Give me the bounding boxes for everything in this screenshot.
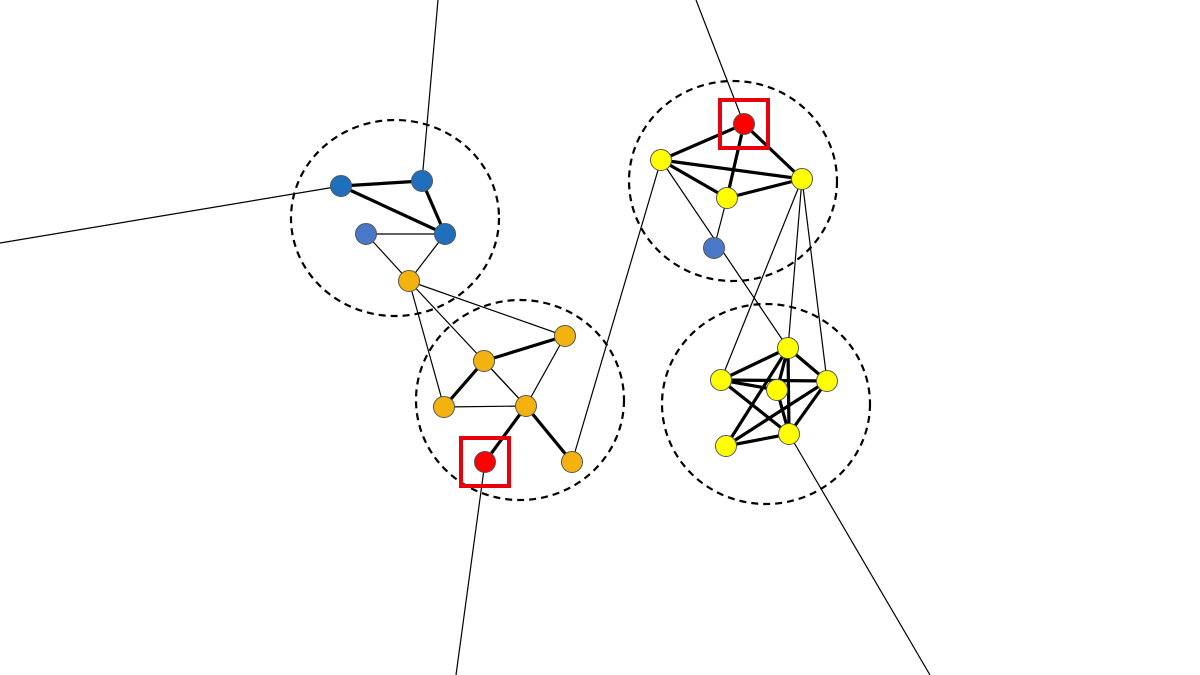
cluster-top-right bbox=[627, 79, 839, 283]
node-o3 bbox=[433, 396, 455, 418]
node-bb bbox=[703, 237, 725, 259]
edge-y3-y5 bbox=[787, 178, 803, 349]
cluster-bottom-right bbox=[660, 302, 872, 506]
edge-y1-y2 bbox=[660, 158, 728, 200]
edge-o4-r1 bbox=[483, 405, 528, 463]
node-y1 bbox=[650, 149, 672, 171]
edge-b1-b2 bbox=[340, 179, 423, 188]
nodes-layer bbox=[330, 113, 838, 473]
node-y3 bbox=[791, 168, 813, 190]
cluster-bottom-left bbox=[414, 298, 626, 502]
edge-y2-y3 bbox=[726, 177, 803, 200]
edge-o3-o4 bbox=[443, 405, 527, 408]
edge-y7-y8 bbox=[725, 379, 828, 448]
cluster-top-left bbox=[289, 118, 501, 318]
node-b1 bbox=[330, 175, 352, 197]
edge-o0-o2 bbox=[408, 280, 566, 337]
node-y5 bbox=[777, 337, 799, 359]
edge-o4-o5 bbox=[524, 404, 574, 464]
edge-o0-o3 bbox=[408, 280, 445, 408]
edge-y1-o5 bbox=[571, 159, 662, 463]
node-y8 bbox=[715, 435, 737, 457]
node-b2 bbox=[411, 170, 433, 192]
edge-y5-y4 bbox=[720, 346, 789, 382]
node-y6 bbox=[766, 379, 788, 401]
external-links-layer bbox=[0, 0, 931, 675]
node-o0 bbox=[398, 270, 420, 292]
edge-r2-y3 bbox=[742, 122, 804, 181]
node-o1 bbox=[473, 350, 495, 372]
edge-y3-y4 bbox=[720, 178, 803, 381]
node-b3 bbox=[355, 223, 377, 245]
edge-r2-y2 bbox=[725, 123, 746, 199]
edge-o1-o2 bbox=[483, 334, 566, 363]
node-y4 bbox=[710, 369, 732, 391]
highlight-box-r2 bbox=[718, 98, 770, 150]
node-o5 bbox=[561, 451, 583, 473]
node-b4 bbox=[434, 223, 456, 245]
edge-o2-o4 bbox=[525, 335, 566, 407]
node-o4 bbox=[515, 395, 537, 417]
edge-y1-y5 bbox=[660, 159, 789, 349]
edge-y1-y3 bbox=[660, 158, 803, 181]
external-link-r2 bbox=[695, 0, 745, 125]
node-y7 bbox=[816, 370, 838, 392]
edge-b1-b4 bbox=[340, 184, 446, 236]
edge-y5-y8 bbox=[724, 347, 790, 447]
highlight-layer bbox=[459, 98, 770, 488]
edge-y5-y9 bbox=[786, 347, 791, 435]
node-r2 bbox=[733, 113, 755, 135]
highlight-box-r1 bbox=[459, 436, 511, 488]
external-link-y9 bbox=[788, 433, 931, 675]
node-y9 bbox=[778, 423, 800, 445]
node-o2 bbox=[554, 325, 576, 347]
node-r1 bbox=[474, 451, 496, 473]
node-y2 bbox=[716, 187, 738, 209]
cluster-layer bbox=[289, 79, 872, 506]
edge-y4-y9 bbox=[720, 378, 790, 436]
external-link-b2 bbox=[421, 0, 439, 182]
external-link-b1 bbox=[0, 185, 342, 244]
edge-r2-y1 bbox=[660, 122, 745, 162]
external-link-r1 bbox=[455, 461, 486, 675]
edge-y3-y7 bbox=[801, 178, 828, 382]
